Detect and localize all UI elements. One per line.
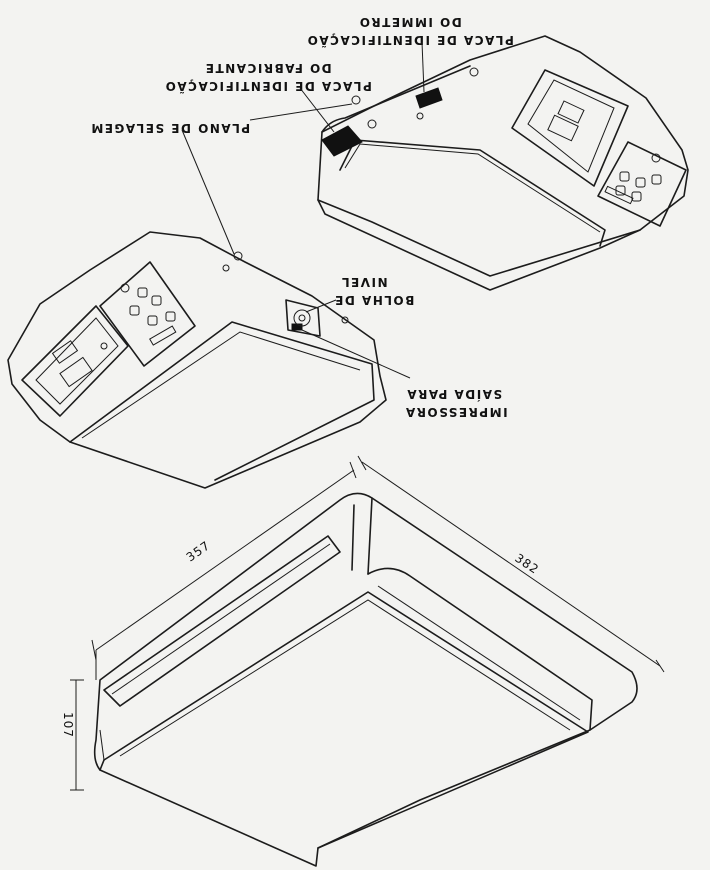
scale-top-view (317, 35, 689, 291)
label-placa-imetro-2: PLACA DE IDENTIFICAÇÃO (306, 33, 514, 48)
label-placa-fab-2: PLACA DE IDENTIFICAÇÃO (164, 79, 372, 94)
dimension-height: 107 (61, 679, 84, 791)
scale-bottom-view: 357 382 107 (61, 455, 665, 867)
label-saida-2: IMPRESSORA (404, 405, 507, 419)
callouts: DO IMMETRO PLACA DE IDENTIFICAÇÃO DO FAB… (90, 15, 514, 419)
label-saida-1: SAÍDA PARA (406, 387, 502, 402)
label-bolha-1: NIVEL (340, 275, 387, 289)
leader-placa-fab (299, 87, 335, 133)
leader-selagem-mid (181, 129, 235, 255)
dim-width-label: 357 (184, 538, 213, 564)
scale-middle-view (7, 231, 387, 489)
leader-selagem-top (249, 103, 353, 121)
label-plano-selagem: PLANO DE SELAGEM (90, 121, 250, 135)
label-bolha-2: BOLHA DE (334, 293, 415, 307)
label-placa-fab-1: DO FABRICANTE (204, 61, 331, 75)
leader-bolha (305, 299, 337, 313)
dimension-depth: 382 (357, 455, 665, 673)
label-placa-imetro-1: DO IMMETRO (358, 15, 462, 29)
dim-depth-label: 382 (512, 551, 541, 577)
dim-height-label: 107 (61, 712, 75, 738)
leader-saida (301, 329, 411, 379)
leader-placa-imetro (421, 41, 425, 93)
dimension-width: 357 (91, 461, 357, 680)
